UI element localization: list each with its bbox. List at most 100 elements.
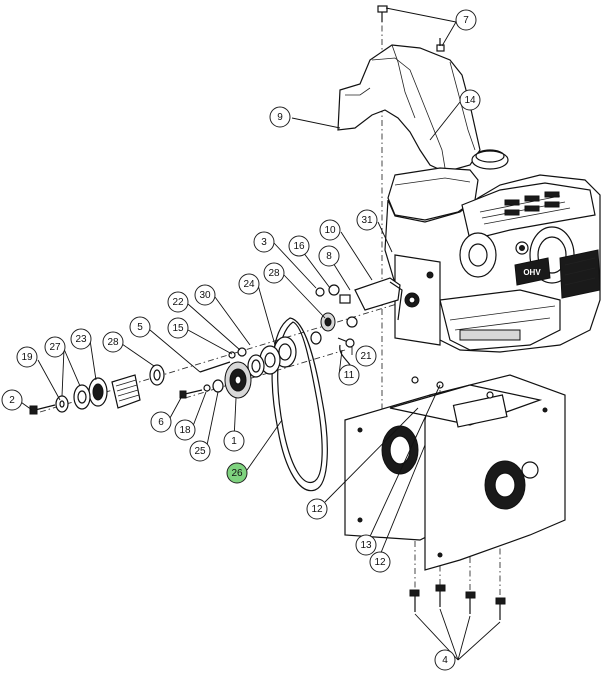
callout-number: 25: [194, 446, 206, 457]
callout-23: 23: [70, 328, 92, 350]
callout-12: 12: [306, 498, 328, 520]
callout-number: 30: [199, 290, 211, 301]
callout-21: 21: [355, 345, 377, 367]
callout-number: 14: [464, 95, 476, 106]
callout-balloon: [238, 273, 260, 295]
frame-housing: [344, 374, 566, 571]
belt-cover: [337, 44, 481, 173]
callout-balloon: [369, 551, 391, 573]
top-bolts: [377, 5, 445, 52]
callout-15: 15: [167, 317, 189, 339]
callout-12: 12: [369, 551, 391, 573]
callout-balloon: [70, 328, 92, 350]
callout-number: 18: [179, 425, 191, 436]
callout-5: 5: [129, 316, 151, 338]
callout-balloon: [269, 106, 291, 128]
callout-number: 3: [261, 237, 267, 248]
callout-number: 13: [360, 540, 372, 551]
callout-balloon: [226, 462, 248, 484]
callout-28: 28: [102, 331, 124, 353]
callout-1: 1: [223, 430, 245, 452]
callout-balloon: [459, 89, 481, 111]
callout-balloon: [194, 284, 216, 306]
callout-balloon: [434, 649, 456, 671]
idler-assembly: [310, 277, 403, 369]
callout-3: 3: [253, 231, 275, 253]
callout-balloon: [356, 209, 378, 231]
callout-number: 31: [361, 215, 373, 226]
callout-13: 13: [355, 534, 377, 556]
callout-27: 27: [44, 336, 66, 358]
callout-number: 21: [360, 351, 372, 362]
auger-pulley: [179, 361, 252, 399]
callout-balloon: [338, 364, 360, 386]
callout-10: 10: [319, 219, 341, 241]
callout-26-highlighted: 26: [226, 462, 248, 484]
callout-balloon: [355, 345, 377, 367]
callout-number: 23: [75, 334, 87, 345]
callout-number: 2: [9, 395, 15, 406]
callout-number: 12: [374, 557, 386, 568]
callout-11: 11: [338, 364, 360, 386]
callout-6: 6: [150, 411, 172, 433]
callout-number: 6: [158, 417, 164, 428]
callout-number: 16: [293, 241, 305, 252]
left-shaft-stack: [29, 364, 165, 415]
callout-number: 28: [268, 268, 280, 279]
callout-number: 24: [243, 279, 255, 290]
engine: OHV: [384, 149, 601, 353]
callout-balloon: [306, 498, 328, 520]
callout-28: 28: [263, 262, 285, 284]
callout-number: 1: [231, 436, 237, 447]
callout-balloon: [174, 419, 196, 441]
callout-8: 8: [318, 245, 340, 267]
callout-30: 30: [194, 284, 216, 306]
engine-pulleys: [199, 336, 297, 378]
callout-balloon: [319, 219, 341, 241]
drive-belt: [271, 317, 328, 492]
callout-25: 25: [189, 440, 211, 462]
callout-balloon: [223, 430, 245, 452]
callout-number: 8: [326, 251, 332, 262]
callout-number: 12: [311, 504, 323, 515]
callout-number: 15: [172, 323, 184, 334]
callout-balloon: [102, 331, 124, 353]
leader-lines: [17, 7, 501, 661]
engine-brand-label: OHV: [523, 268, 541, 277]
callout-number: 9: [277, 112, 283, 123]
callout-7: 7: [455, 9, 477, 31]
callout-4: 4: [434, 649, 456, 671]
callout-14: 14: [459, 89, 481, 111]
callout-balloon: [318, 245, 340, 267]
callout-balloon: [44, 336, 66, 358]
bottom-bolts: [409, 584, 506, 620]
callout-balloon: [129, 316, 151, 338]
callout-number: 7: [463, 15, 469, 26]
callout-balloon: [150, 411, 172, 433]
callout-balloon: [16, 346, 38, 368]
callout-balloon: [167, 317, 189, 339]
callout-balloon: [355, 534, 377, 556]
callout-number: 27: [49, 342, 61, 353]
callout-18: 18: [174, 419, 196, 441]
callout-number: 11: [344, 370, 355, 381]
callout-31: 31: [356, 209, 378, 231]
callout-number: 26: [231, 468, 243, 479]
callout-balloon: [288, 235, 310, 257]
callout-number: 28: [107, 337, 119, 348]
callout-balloon: [253, 231, 275, 253]
callout-16: 16: [288, 235, 310, 257]
callout-balloon: [167, 291, 189, 313]
callout-balloon: [1, 389, 23, 411]
callout-9: 9: [269, 106, 291, 128]
callout-number: 19: [21, 352, 33, 363]
callout-balloon: [455, 9, 477, 31]
callout-22: 22: [167, 291, 189, 313]
callout-19: 19: [16, 346, 38, 368]
callout-2: 2: [1, 389, 23, 411]
callout-number: 22: [172, 297, 184, 308]
callout-number: 4: [442, 655, 448, 666]
